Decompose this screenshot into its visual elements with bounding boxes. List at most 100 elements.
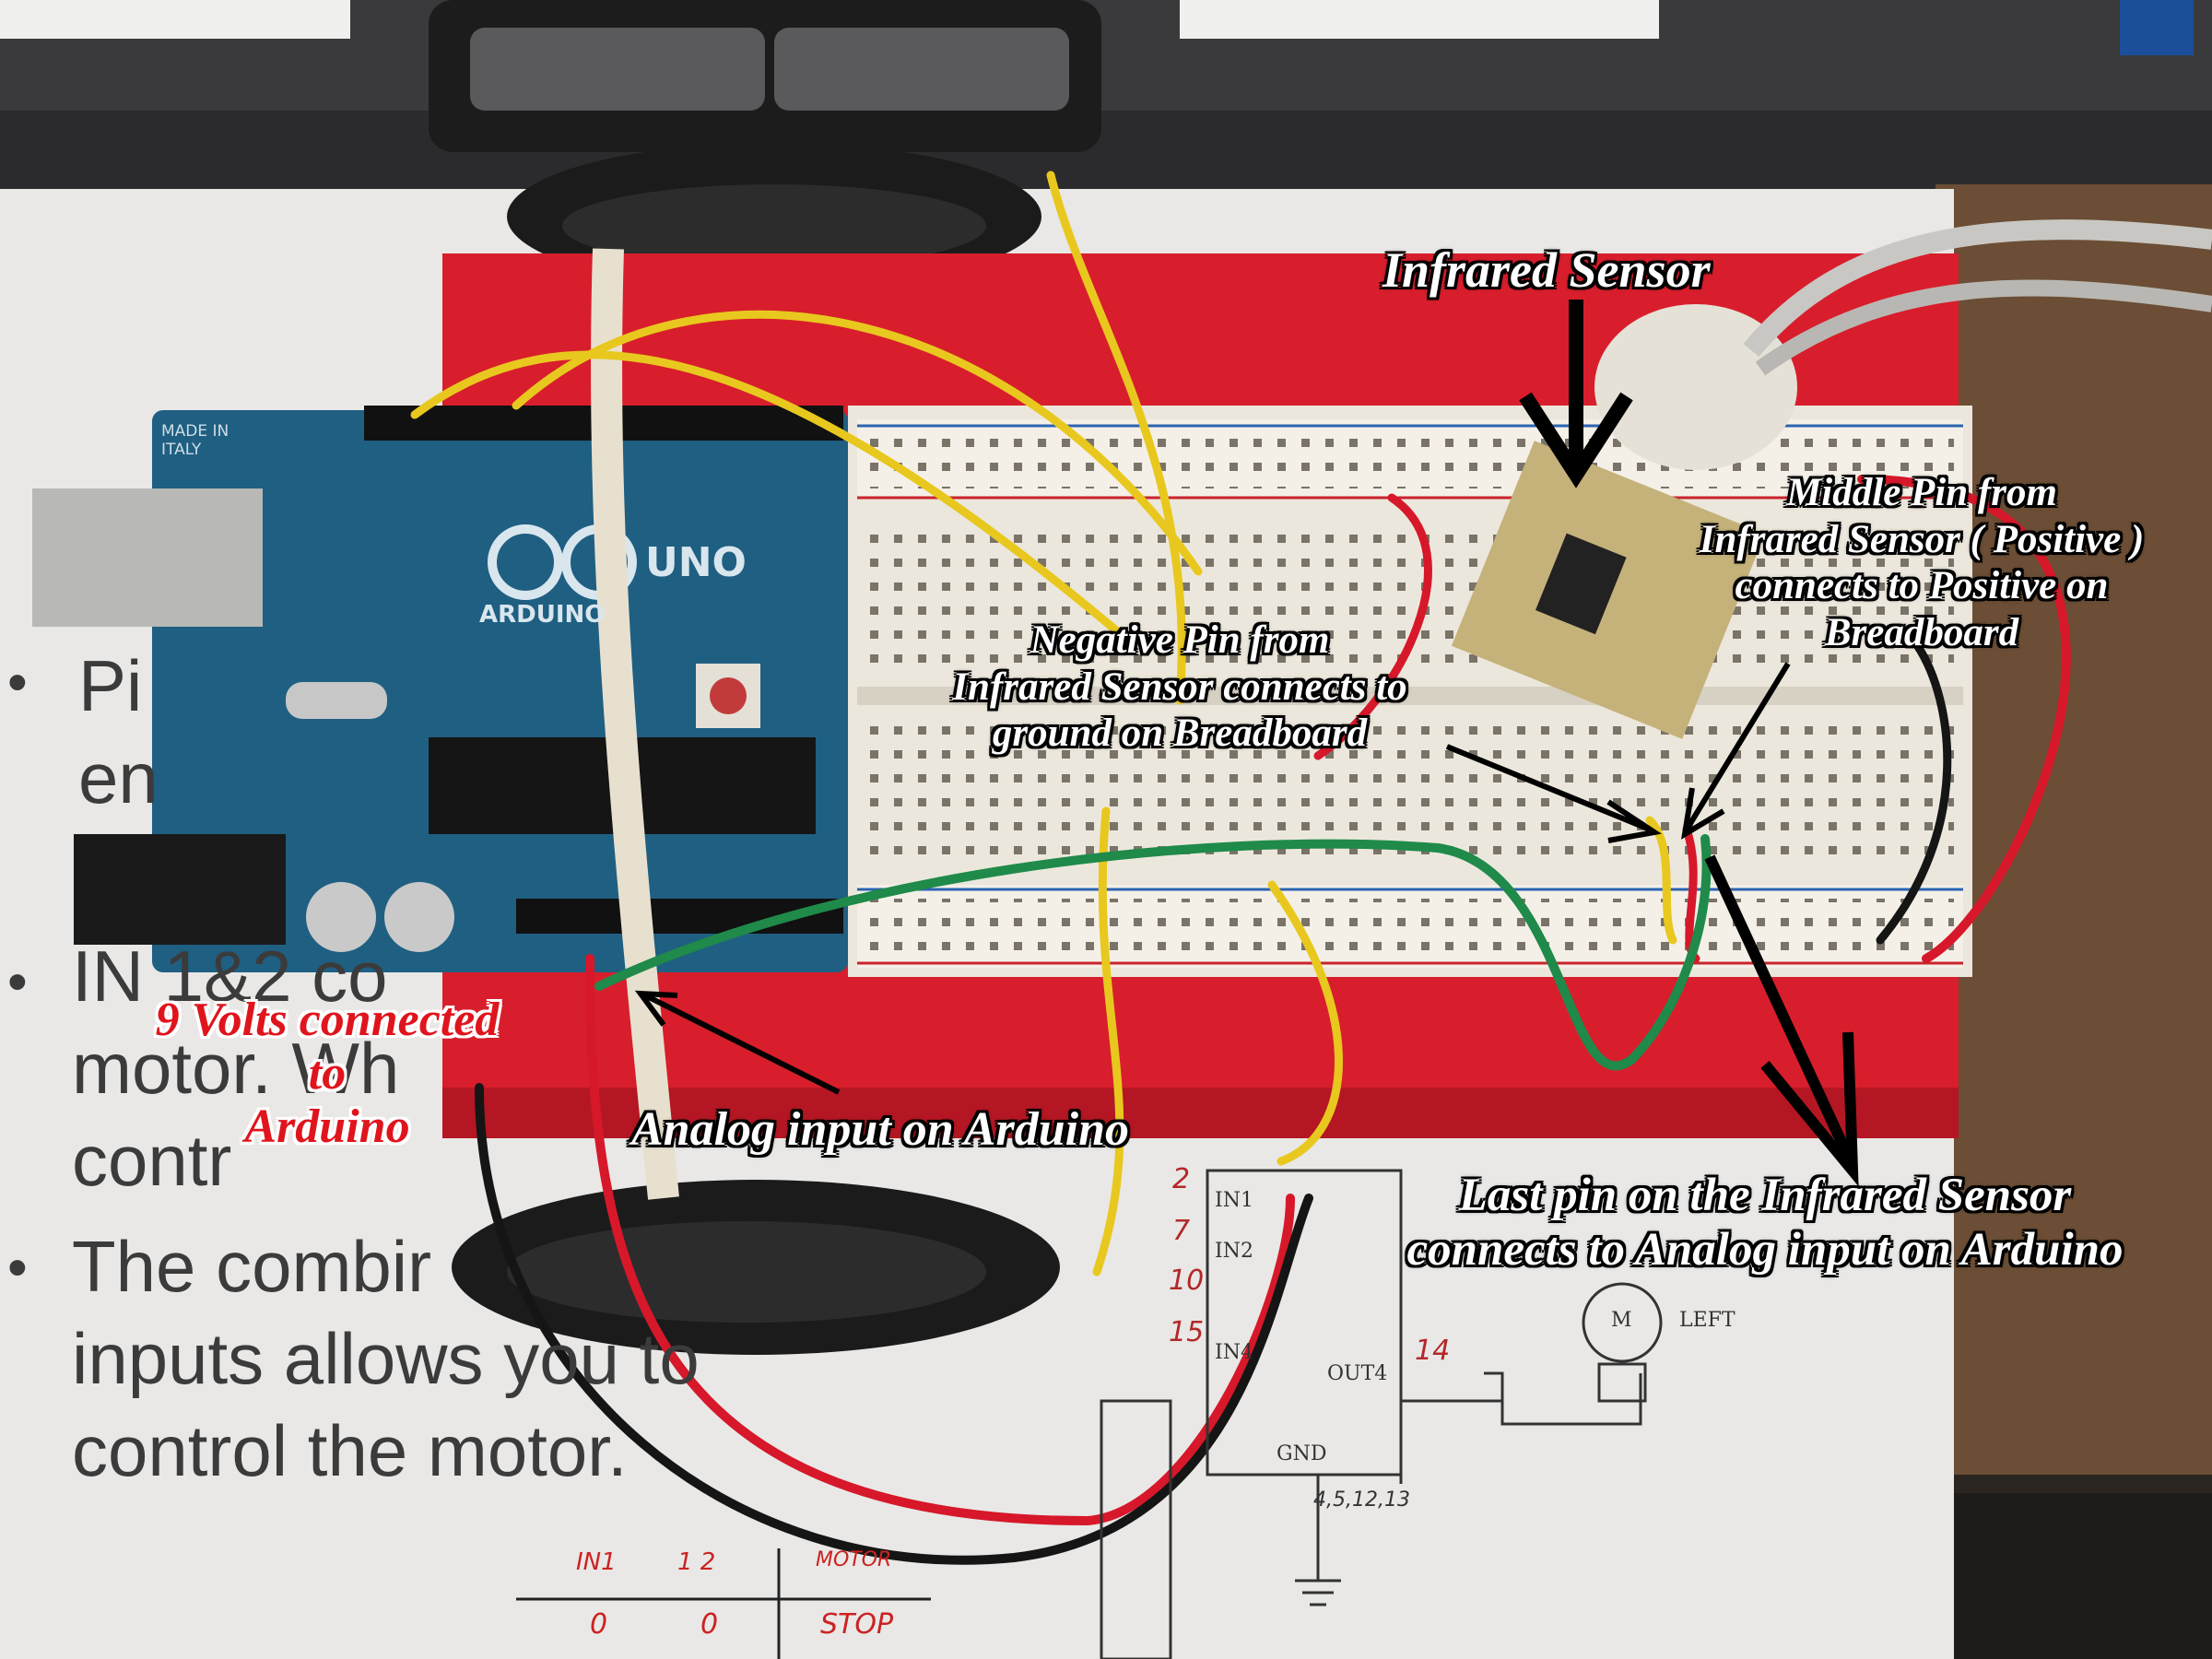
arduino-capacitor-1 <box>306 882 376 952</box>
schematic-in2: IN2 <box>1215 1240 1253 1263</box>
slide-text-bullet-2: IN 1&2 co <box>72 935 388 1017</box>
label-middle-pin-line-3: connects to Positive on <box>1735 564 2109 608</box>
schematic-in4: IN4 <box>1215 1341 1253 1364</box>
laptop-sticker-blue <box>2120 0 2194 55</box>
grey-ribbon-cable <box>1743 219 2212 358</box>
rubber-band <box>591 248 679 1200</box>
slide-text-bullet-3-cont: inputs allows you to <box>72 1318 700 1399</box>
schematic-gnd: GND <box>1277 1442 1327 1465</box>
schematic-pin-10: 10 <box>1169 1265 1205 1297</box>
arduino-made-in-label: MADE IN ITALY <box>161 422 229 460</box>
breadboard-holes-bottom-rail <box>866 899 1954 954</box>
label-middle-pin: Middle Pin from Infrared Sensor ( Positi… <box>1641 470 2203 657</box>
table-col-motor: MOTOR <box>816 1548 892 1571</box>
arrow-sensor-head <box>1519 392 1633 488</box>
label-9-volts-line-2: to <box>308 1047 347 1100</box>
table-col-in2: 1 2 <box>677 1548 716 1576</box>
table-row-0a: 0 <box>590 1608 608 1641</box>
breadboard-holes-top-rail <box>866 438 1954 488</box>
grey-ribbon-cable-2 <box>1755 279 2212 376</box>
label-middle-pin-line-4: Breadboard <box>1824 611 2019 655</box>
slide-text-bullet-3-cont2: control the motor. <box>72 1410 628 1491</box>
slide-text-bullet-2-cont: motor. Wh <box>72 1028 400 1109</box>
arrow-analog-shaft <box>643 993 841 1095</box>
slide-bullet-2: • <box>7 950 28 1014</box>
laptop-sticker-right <box>1180 0 1659 39</box>
label-last-pin-line-1: Last pin on the Infrared Sensor <box>1458 1170 2072 1221</box>
label-9-volts-line-1: 9 Volts connected <box>155 994 500 1046</box>
arrow-negative-pin-shaft <box>1445 744 1652 832</box>
label-analog-input: Analog input on Arduino <box>631 1103 1129 1156</box>
table-col-in1: IN1 <box>576 1548 617 1576</box>
label-9-volts: 9 Volts connected to Arduino <box>97 994 558 1155</box>
schematic-left-label: LEFT <box>1679 1309 1735 1332</box>
wire-red-3 <box>585 954 1295 1526</box>
label-negative-pin-line-1: Negative Pin from <box>1030 618 1330 662</box>
schematic-line-3 <box>1484 1371 1642 1426</box>
wire-yellow-5 <box>1267 880 1343 1166</box>
label-negative-pin-line-3: ground on Breadboard <box>992 712 1368 756</box>
wire-yellow-2 <box>512 310 1203 576</box>
schematic-pin-15: 15 <box>1169 1316 1205 1348</box>
slide-text-bullet-1-cont: en <box>78 737 159 818</box>
chassis-shadow <box>442 1088 1959 1138</box>
wire-yellow-1 <box>410 350 1138 650</box>
wires <box>410 171 2071 1565</box>
wire-black-2 <box>1876 641 1952 945</box>
laptop-sticker-left <box>0 0 350 39</box>
slide-bullet-3: • <box>7 1236 28 1300</box>
wire-red-1 <box>1313 493 1432 760</box>
slide-bullet-1: • <box>7 651 28 714</box>
table-row-0b: 0 <box>700 1608 719 1641</box>
arduino-usb-port <box>32 488 263 627</box>
arduino-uno-label: UNO <box>645 539 747 586</box>
label-infrared-sensor: Infrared Sensor <box>1382 242 1711 298</box>
arrow-last-pin-head <box>1760 1031 1859 1187</box>
schematic-pin-7: 7 <box>1172 1215 1191 1247</box>
laptop-palmrest <box>0 111 2212 194</box>
wire-green <box>594 834 1712 1071</box>
slide-text-bullet-3: The combir <box>72 1226 432 1307</box>
label-middle-pin-line-1: Middle Pin from <box>1786 471 2057 514</box>
dark-floor-bottom <box>1954 1493 2212 1659</box>
arduino-capacitor-2 <box>384 882 454 952</box>
label-negative-pin-line-2: Infrared Sensor connects to <box>952 665 1407 709</box>
annotation-arrows <box>634 300 1859 1187</box>
schematic-left-box <box>1100 1399 1172 1659</box>
schematic-in1: IN1 <box>1215 1189 1253 1212</box>
table-row-stop: STOP <box>820 1608 894 1641</box>
label-9-volts-line-3: Arduino <box>244 1100 410 1154</box>
schematic-gnd-pins: 4,5,12,13 <box>1313 1488 1410 1512</box>
arrow-last-pin-shaft <box>1704 854 1858 1169</box>
wheel-top-inner <box>562 184 986 267</box>
arduino-brand-label: ARDUINO <box>479 601 606 629</box>
arrow-negative-pin-head <box>1606 799 1662 843</box>
wood-table <box>1936 184 2212 1475</box>
slide-text-bullet-2-cont2: contr <box>72 1120 232 1201</box>
touchpad-left-button <box>470 28 765 111</box>
paper-schematic <box>516 1169 1663 1659</box>
wire-black-1 <box>475 1083 1313 1565</box>
touchpad-right-button <box>774 28 1069 111</box>
arduino-power-jack <box>74 834 286 945</box>
wheel-bottom-inner <box>507 1221 986 1323</box>
schematic-pin-2: 2 <box>1172 1163 1191 1195</box>
schematic-motor-box <box>1597 1362 1647 1403</box>
schematic-motor-label: M <box>1611 1309 1632 1332</box>
label-middle-pin-line-2: Infrared Sensor ( Positive ) <box>1699 517 2145 561</box>
arrow-middle-pin-shaft <box>1684 662 1791 831</box>
label-negative-pin: Negative Pin from Infrared Sensor connec… <box>885 618 1475 758</box>
wire-red-2 <box>1857 475 2071 963</box>
schematic-out4: OUT4 <box>1327 1362 1388 1385</box>
schematic-motor <box>1582 1282 1663 1363</box>
label-last-pin: Last pin on the Infrared Sensor connects… <box>1309 1169 2212 1277</box>
wire-yellow-3 <box>1046 171 1186 705</box>
label-last-pin-line-2: connects to Analog input on Arduino <box>1406 1223 2124 1276</box>
arduino-crystal <box>286 682 387 719</box>
arrow-middle-pin-head <box>1681 787 1725 840</box>
infrared-sensor-module <box>1451 441 1766 739</box>
arduino-reset-button-cap <box>710 677 747 714</box>
slide-text-bullet-1: Pi <box>78 645 143 726</box>
schematic-pin-14: 14 <box>1415 1335 1451 1367</box>
